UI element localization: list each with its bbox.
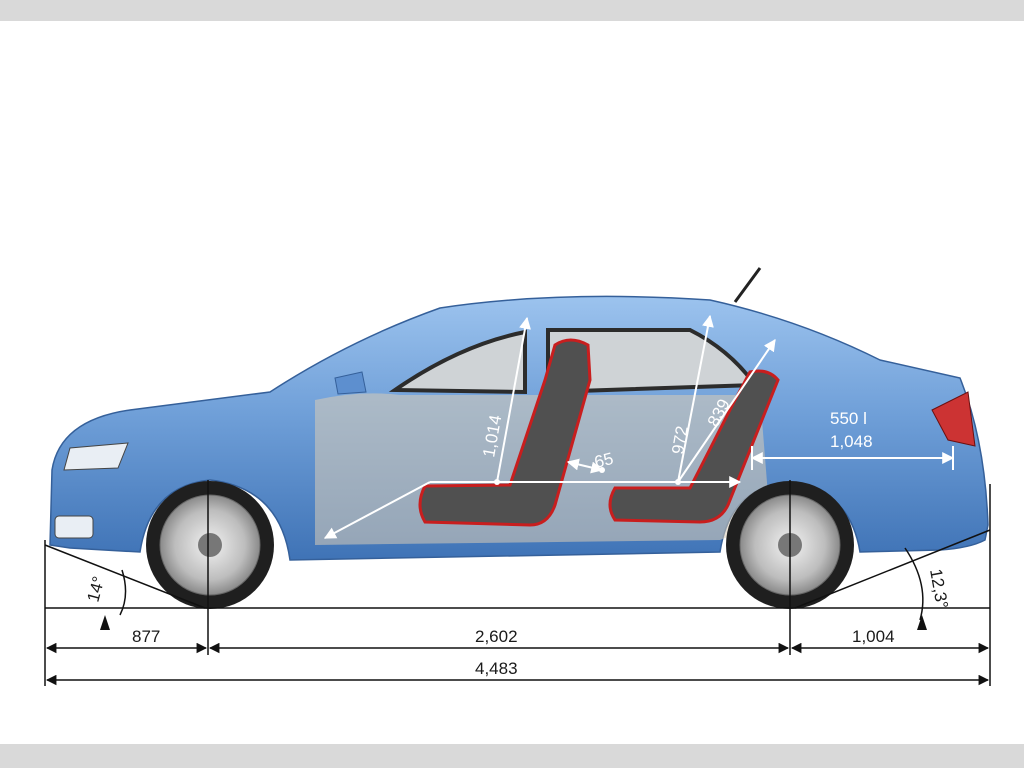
top-band bbox=[0, 0, 1024, 21]
side-mirror bbox=[334, 371, 367, 395]
approach-angle-arrow bbox=[100, 615, 110, 630]
knee-room-line bbox=[566, 458, 604, 474]
approach-angle-label: 14° bbox=[84, 574, 109, 604]
rear-seat-height-line bbox=[677, 339, 776, 483]
front-wheel bbox=[146, 481, 274, 609]
knee-room-label: 65 bbox=[592, 449, 615, 472]
wheelbase-label: 2,602 bbox=[475, 627, 518, 646]
angle-lines bbox=[44, 529, 991, 621]
dimension-points bbox=[494, 467, 681, 485]
length-dimensions bbox=[45, 642, 990, 686]
departure-angle-arrow bbox=[917, 615, 927, 630]
rear-headroom-line bbox=[677, 314, 714, 483]
departure-angle-label: 12,3° bbox=[926, 567, 952, 610]
bottom-band bbox=[0, 744, 1024, 768]
trunk-volume-label: 550 l bbox=[830, 409, 867, 428]
antenna bbox=[733, 267, 762, 303]
rear-overhang-label: 1,004 bbox=[852, 627, 895, 646]
front-seat bbox=[418, 338, 592, 527]
reference-lines bbox=[44, 480, 991, 686]
rear-headroom-label: 972 bbox=[668, 424, 692, 455]
legroom-line bbox=[323, 481, 431, 539]
trunk-length-label: 1,048 bbox=[830, 432, 873, 451]
front-overhang-label: 877 bbox=[132, 627, 160, 646]
interior-dimensions bbox=[323, 314, 955, 539]
front-headroom-line bbox=[496, 316, 531, 483]
total-length-label: 4,483 bbox=[475, 659, 518, 678]
headlamp bbox=[63, 442, 129, 471]
fog-lamp bbox=[54, 515, 94, 539]
tail-lamp bbox=[931, 391, 976, 447]
